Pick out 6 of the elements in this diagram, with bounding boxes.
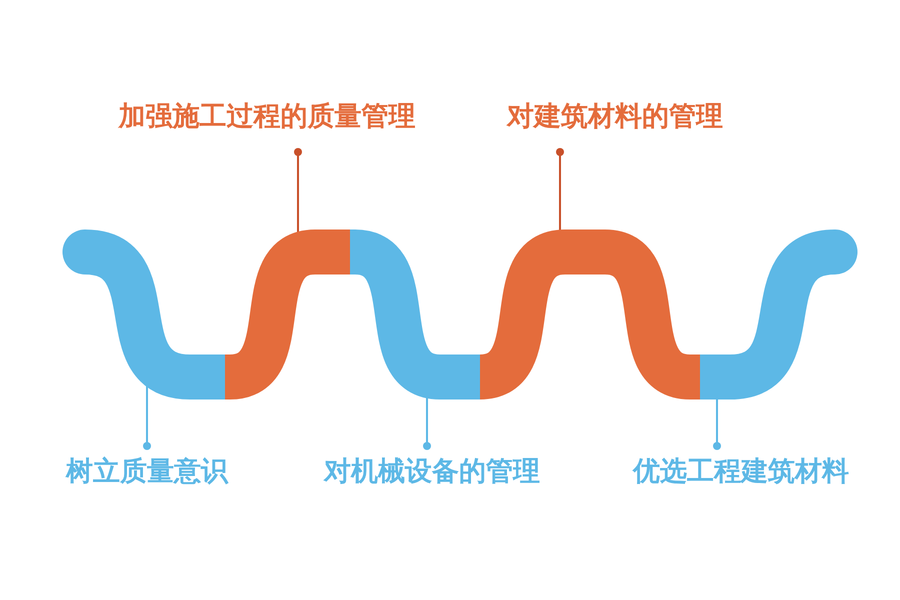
leader-line	[143, 385, 151, 450]
step-label: 对建筑材料的管理	[507, 101, 723, 134]
step-label: 加强施工过程的质量管理	[118, 101, 416, 134]
step-label: 树立质量意识	[66, 456, 228, 488]
step-label: 优选工程建筑材料	[633, 456, 849, 488]
step-label: 对机械设备的管理	[324, 456, 540, 488]
